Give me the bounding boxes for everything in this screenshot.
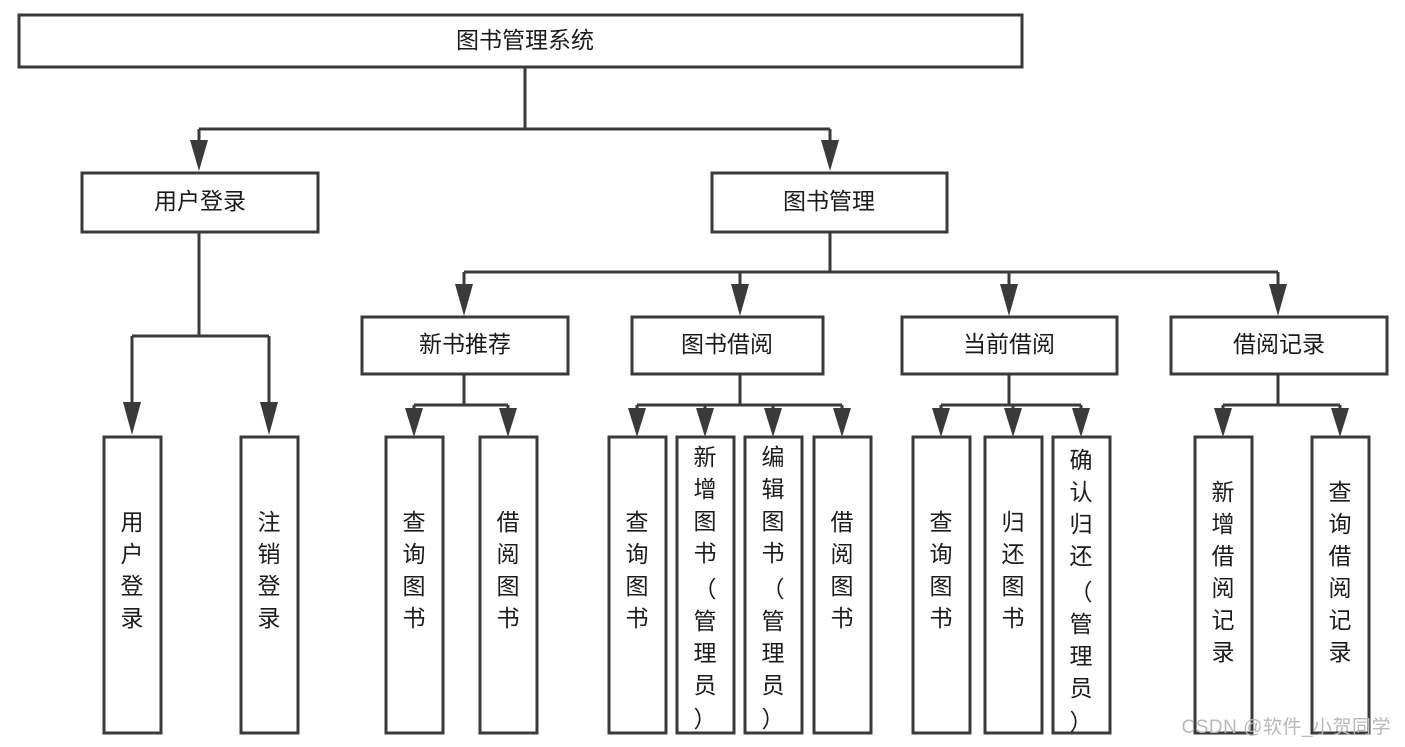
arrow-login-leaf-1	[123, 402, 141, 435]
leaf-newbook-borrow-book[interactable]: 借阅图书	[478, 435, 539, 735]
leaf-borrow-query-book-label: 查询图书	[626, 509, 649, 631]
arrow-bookmgmt-group-1	[455, 284, 473, 316]
csdn-watermark: CSDN @软件_小贺同学	[1181, 717, 1391, 738]
leaf-current-return-book-label: 归还图书	[1002, 509, 1025, 631]
leaf-borrow-borrow-book[interactable]: 借阅图书	[812, 435, 873, 735]
node-book-management-label: 图书管理	[783, 188, 875, 214]
leaf-user-login[interactable]: 用户登录	[102, 435, 163, 735]
arrow-bookmgmt-group-3	[1000, 284, 1018, 316]
arrow-login-leaf-2	[260, 402, 278, 435]
leaf-record-query-record-label: 查询借阅记录	[1329, 479, 1352, 665]
node-borrow-record-label: 借阅记录	[1233, 331, 1325, 357]
leaf-borrow-query-book[interactable]: 查询图书	[607, 435, 668, 735]
arrow-bookmgmt-group-4	[1269, 284, 1287, 316]
node-new-book-recommend-label: 新书推荐	[419, 331, 511, 357]
arrow-root-to-login	[190, 140, 208, 171]
arrow-borrow-leaf-4	[833, 408, 851, 437]
leaf-borrow-add-book[interactable]: 新增图书（管理员）	[675, 435, 736, 735]
node-borrow-record[interactable]: 借阅记录	[1169, 315, 1389, 376]
arrow-root-to-bookmgmt	[821, 140, 839, 171]
arrow-record-leaf-1	[1214, 408, 1232, 437]
arrow-current-leaf-3	[1072, 408, 1090, 437]
arrow-record-leaf-2	[1331, 408, 1349, 437]
node-current-borrow-label: 当前借阅	[963, 331, 1055, 357]
node-root-system-label: 图书管理系统	[456, 27, 594, 53]
leaf-borrow-borrow-book-label: 借阅图书	[831, 509, 854, 631]
leaf-borrow-add-book-label: 新增图书（管理员）	[694, 444, 717, 732]
arrow-bookmgmt-group-2	[731, 284, 749, 316]
leaf-current-return-book[interactable]: 归还图书	[983, 435, 1044, 735]
node-book-borrow-label: 图书借阅	[681, 331, 773, 357]
arrow-current-leaf-1	[932, 408, 950, 437]
node-new-book-recommend[interactable]: 新书推荐	[360, 315, 570, 376]
leaf-record-add-record-label: 新增借阅记录	[1212, 479, 1235, 665]
leaf-logout-label: 注销登录	[258, 509, 281, 631]
leaf-borrow-edit-book-label: 编辑图书（管理员）	[762, 444, 785, 732]
arrow-borrow-leaf-3	[764, 408, 782, 437]
leaf-user-login-label: 用户登录	[121, 509, 144, 631]
arrow-newbook-leaf-1	[405, 408, 423, 437]
leaf-record-query-record[interactable]: 查询借阅记录	[1310, 435, 1371, 735]
leaf-logout[interactable]: 注销登录	[239, 435, 300, 735]
leaf-record-add-record[interactable]: 新增借阅记录	[1193, 435, 1254, 735]
leaf-borrow-edit-book[interactable]: 编辑图书（管理员）	[743, 435, 804, 735]
node-book-management[interactable]: 图书管理	[710, 171, 949, 234]
leaf-current-query-book-label: 查询图书	[930, 509, 953, 631]
arrow-current-leaf-2	[1004, 408, 1022, 437]
node-current-borrow[interactable]: 当前借阅	[900, 315, 1119, 376]
node-user-login-label: 用户登录	[154, 188, 246, 214]
leaf-newbook-query-book[interactable]: 查询图书	[384, 435, 445, 735]
leaf-newbook-query-book-label: 查询图书	[403, 509, 426, 631]
connector-layer	[123, 67, 1349, 437]
node-book-borrow[interactable]: 图书借阅	[630, 315, 825, 376]
arrow-borrow-leaf-2	[696, 408, 714, 437]
arrow-borrow-leaf-1	[628, 408, 646, 437]
leaf-current-confirm-return-label: 确认归还（管理员）	[1070, 447, 1093, 735]
node-root-system[interactable]: 图书管理系统	[17, 13, 1024, 69]
node-user-login[interactable]: 用户登录	[80, 171, 320, 234]
leaf-newbook-borrow-book-label: 借阅图书	[497, 509, 520, 631]
arrow-newbook-leaf-2	[499, 408, 517, 437]
leaf-current-confirm-return[interactable]: 确认归还（管理员）	[1051, 435, 1112, 735]
leaf-current-query-book[interactable]: 查询图书	[911, 435, 972, 735]
